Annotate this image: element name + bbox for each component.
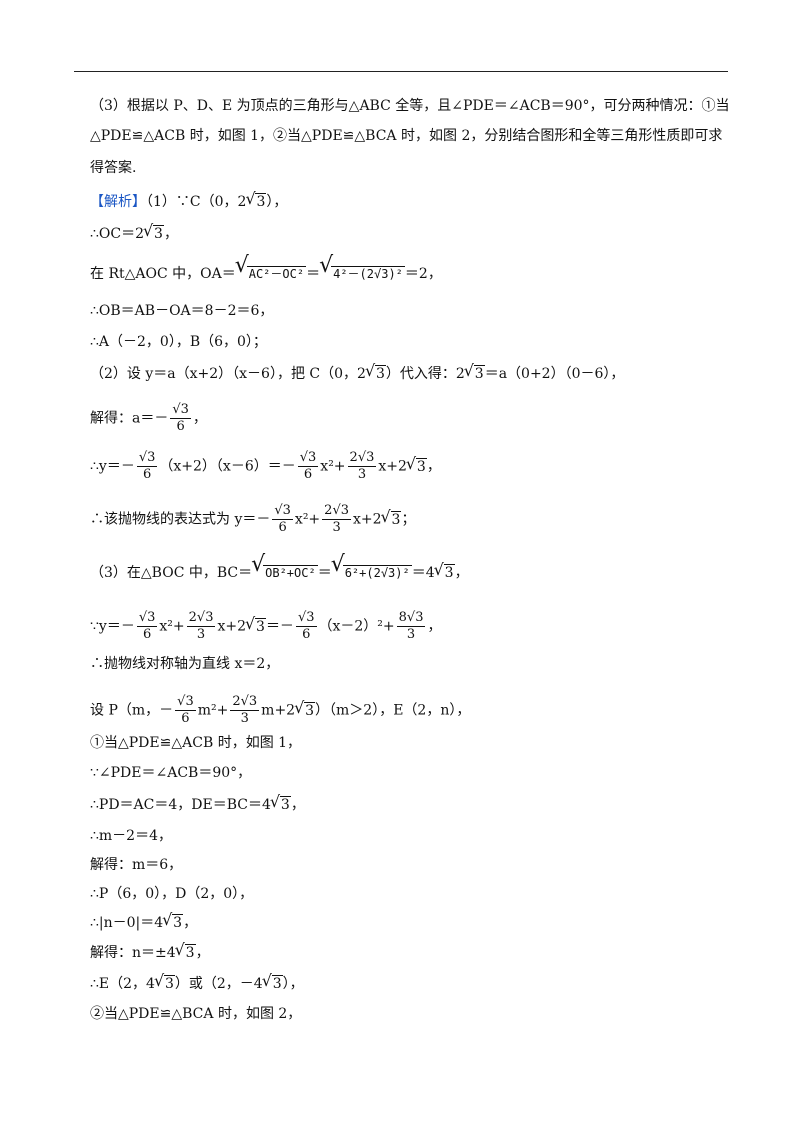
intro-line-3: 得答案.	[90, 160, 137, 176]
sqrt-3: 3	[294, 700, 316, 719]
solution-line-5: ∴A（－2，0），B（6，0）；	[90, 334, 267, 350]
solution-line-20: ∴|n－0|＝43，	[90, 912, 197, 931]
analysis-tag: 【解析】	[90, 194, 146, 210]
solution-line-4: ∴OB＝AB－OA＝8－2＝6，	[90, 303, 274, 319]
intro-line-1: （3）根据以 P、D、E 为顶点的三角形与△ABC 全等，且∠PDE＝∠ACB＝…	[90, 98, 730, 114]
sqrt-3: 3	[143, 223, 164, 242]
solution-line-14: ①当△PDE≌△ACB 时，如图 1，	[90, 735, 302, 751]
solution-line-6: （2）设 y＝a（x+2）（x－6），把 C（0，23）代入得：23＝a（0+2…	[90, 363, 624, 382]
sqrt-3: 3	[245, 616, 266, 635]
solution-line-21: 解得：n＝±43，	[90, 942, 210, 961]
solution-line-3: 在 Rt△AOC 中，OA＝AC²－OC²＝4²－(2√3)²＝2，	[90, 258, 442, 282]
sqrt-3: 3	[464, 363, 485, 382]
solution-line-19: ∴P（6，0），D（2，0），	[90, 886, 254, 902]
solution-line-1: 【解析】（1）∵C（0，23），	[90, 191, 287, 210]
sqrt-3: 3	[406, 456, 427, 475]
sqrt-3: 3	[381, 509, 402, 528]
sqrt-3: 3	[175, 942, 196, 961]
solution-line-17: ∴m－2＝4，	[90, 828, 172, 844]
sqrt-3: 3	[262, 973, 283, 992]
solution-line-16: ∴PD＝AC＝4，DE＝BC＝43，	[90, 794, 305, 813]
intro-line-2: △PDE≌△ACB 时，如图 1，②当△PDE≌△BCA 时，如图 2，分别结合…	[90, 128, 723, 144]
solution-line-18: 解得：m＝6，	[90, 857, 183, 873]
sqrt-3: 3	[245, 191, 267, 210]
sqrt-expression: OB²+OC²	[251, 557, 318, 581]
sqrt-3: 3	[434, 562, 455, 581]
solution-line-10: （3）在△BOC 中，BC＝OB²+OC²＝6²+(2√3)²＝43，	[90, 557, 469, 581]
solution-line-22: ∴E（2，43）或（2，－43），	[90, 973, 304, 992]
solution-line-12: ∴抛物线对称轴为直线 x＝2，	[90, 656, 280, 672]
sqrt-3: 3	[270, 794, 291, 813]
sqrt-expression: 4²－(2√3)²	[319, 258, 405, 282]
header-rule	[74, 71, 728, 72]
sqrt-expression: AC²－OC²	[235, 258, 307, 282]
sqrt-3: 3	[162, 912, 184, 931]
sqrt-3: 3	[154, 973, 175, 992]
solution-line-23: ②当△PDE≌△BCA 时，如图 2，	[90, 1006, 302, 1022]
solution-line-15: ∵∠PDE＝∠ACB＝90°，	[90, 765, 252, 781]
sqrt-3: 3	[365, 363, 386, 382]
solution-line-2: ∴OC＝23，	[90, 223, 178, 242]
sqrt-expression: 6²+(2√3)²	[331, 557, 412, 581]
